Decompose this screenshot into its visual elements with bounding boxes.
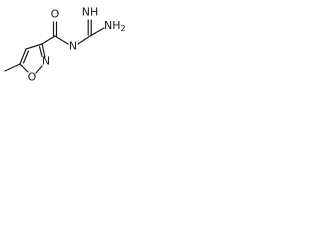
bond-cguan-nh2 bbox=[89, 27, 105, 37]
bond-c3-nring bbox=[41, 43, 46, 58]
atom-label-ring-o: O bbox=[28, 71, 37, 84]
bond-nring-oring bbox=[35, 65, 43, 74]
atom-label-amine-nh2-subscript: 2 bbox=[121, 24, 126, 33]
bond-c5-c4-inner bbox=[22, 50, 30, 64]
bond-layer bbox=[4, 19, 105, 74]
bond-c3-nring-inner bbox=[38, 45, 43, 58]
atom-label-amide-n: N bbox=[69, 40, 77, 53]
bond-c4-c3 bbox=[25, 43, 43, 50]
atom-label-amide-o: O bbox=[51, 8, 60, 21]
atom-label-imine-nh: NH bbox=[82, 6, 99, 19]
bond-namide-ccarbonyl bbox=[54, 35, 69, 45]
bond-c5-methyl bbox=[4, 63, 21, 72]
bond-c5-c4 bbox=[19, 48, 27, 65]
chemical-structure-diagram: NH NH2 O N N O bbox=[4, 6, 126, 84]
bond-ccarbonyl-c3 bbox=[41, 35, 56, 45]
atom-label-amine-nh2: NH2 bbox=[104, 19, 126, 33]
atom-label-ring-n: N bbox=[42, 55, 50, 68]
bond-oring-c5 bbox=[19, 63, 29, 73]
atom-label-layer: NH NH2 O N N O bbox=[28, 6, 126, 84]
bond-cguan-namide bbox=[77, 35, 91, 45]
atom-label-amine-nh2-main: NH bbox=[104, 19, 121, 32]
